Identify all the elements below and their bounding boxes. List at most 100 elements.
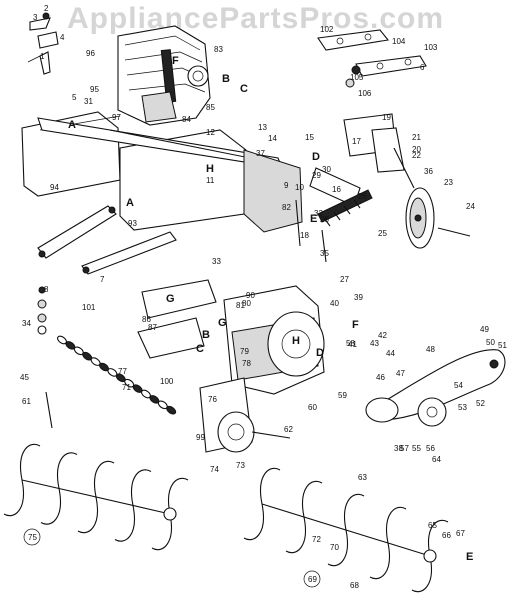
callout-84: 84 [182, 115, 191, 124]
callout-68: 68 [350, 581, 359, 590]
callout-67: 67 [456, 529, 465, 538]
callout-71: 71 [122, 383, 131, 392]
callout-circle-75 [23, 528, 41, 546]
callout-99: 99 [196, 433, 205, 442]
callout-74: 74 [210, 465, 219, 474]
callout-94: 94 [50, 183, 59, 192]
letter-marker-c-1: C [240, 83, 248, 95]
callout-36: 36 [424, 167, 433, 176]
callout-24: 24 [466, 202, 475, 211]
callout-17: 17 [352, 137, 361, 146]
drag-bars [37, 205, 177, 275]
callout-57: 57 [400, 444, 409, 453]
letter-marker-c-2: C [196, 343, 204, 355]
callout-5: 5 [72, 93, 77, 102]
callout-86: 86 [142, 315, 151, 324]
callout-27: 27 [340, 275, 349, 284]
callout-62: 62 [284, 425, 293, 434]
wheel-bracket [343, 113, 471, 249]
letter-marker-f-2: F [352, 319, 359, 331]
callout-76: 76 [208, 395, 217, 404]
callout-37: 37 [256, 149, 265, 158]
callout-85: 85 [206, 103, 215, 112]
letter-marker-h-2: H [292, 335, 300, 347]
letter-marker-g-1: G [166, 293, 175, 305]
callout-11: 11 [206, 176, 215, 185]
callout-30: 30 [322, 165, 331, 174]
callout-52: 52 [476, 399, 485, 408]
callout-32: 32 [314, 209, 323, 218]
callout-26: 26 [358, 192, 367, 201]
callout-82: 82 [282, 203, 291, 212]
drive-belt [365, 349, 506, 427]
letter-marker-d-1: D [312, 151, 320, 163]
callout-23: 23 [444, 178, 453, 187]
callout-58: 58 [346, 339, 355, 348]
callout-2: 2 [44, 4, 49, 13]
callout-47: 47 [396, 369, 405, 378]
callout-21: 21 [412, 133, 421, 142]
callout-9: 9 [284, 181, 289, 190]
callout-59: 59 [338, 391, 347, 400]
drive-chain [57, 335, 177, 415]
letter-marker-b-1: B [222, 73, 230, 85]
callout-41: 41 [348, 340, 357, 349]
callout-48: 48 [426, 345, 435, 354]
callout-38: 38 [394, 444, 403, 453]
callout-72: 72 [312, 535, 321, 544]
callout-66: 66 [442, 531, 451, 540]
callout-31: 31 [84, 97, 93, 106]
callout-93: 93 [128, 219, 137, 228]
letter-marker-a-2: A [126, 197, 134, 209]
callout-circle-69 [303, 570, 321, 588]
callout-34: 34 [22, 319, 31, 328]
callout-105: 105 [350, 73, 364, 82]
upper-shields [21, 111, 303, 233]
callout-35: 35 [320, 249, 329, 258]
callout-15: 15 [305, 133, 314, 142]
callout-49: 49 [480, 325, 489, 334]
engine-assembly [117, 25, 211, 126]
callout-106: 106 [358, 89, 372, 98]
drive-frame [137, 279, 325, 453]
callout-103: 103 [424, 43, 438, 52]
callout-8: 8 [44, 285, 49, 294]
callout-3: 3 [33, 13, 38, 22]
letter-marker-h-1: H [206, 163, 214, 175]
callout-16: 16 [332, 185, 341, 194]
callout-1: 1 [40, 52, 45, 61]
callout-87: 87 [148, 323, 157, 332]
callout-18: 18 [300, 231, 309, 240]
callout-40: 40 [330, 299, 339, 308]
callout-63: 63 [358, 473, 367, 482]
callout-55: 55 [412, 444, 421, 453]
tine-bracket-plates [317, 29, 427, 88]
callout-29: 29 [312, 171, 321, 180]
fuel-shutoff-parts [27, 12, 59, 75]
callout-61: 61 [22, 397, 31, 406]
callout-6: 6 [420, 63, 425, 72]
callout-53: 53 [458, 403, 467, 412]
callout-45: 45 [20, 373, 29, 382]
callout-90: 90 [246, 291, 255, 300]
callout-79: 79 [240, 347, 249, 356]
letter-marker-g-2: G [218, 317, 227, 329]
callout-83: 83 [214, 45, 223, 54]
letter-marker-e-1: E [310, 213, 317, 225]
callout-39: 39 [354, 293, 363, 302]
callout-42: 42 [378, 331, 387, 340]
callout-69: 69 [308, 575, 317, 584]
callout-80: 80 [242, 299, 251, 308]
callout-102: 102 [320, 25, 334, 34]
callout-51: 51 [498, 341, 507, 350]
callout-22: 22 [412, 151, 421, 160]
callout-13: 13 [258, 123, 267, 132]
letter-marker-f-1: F [172, 55, 179, 67]
callout-44: 44 [386, 349, 395, 358]
callout-54: 54 [454, 381, 463, 390]
callout-96: 96 [86, 49, 95, 58]
callout-65: 65 [428, 521, 437, 530]
callout-100: 100 [160, 377, 174, 386]
callout-33: 33 [212, 257, 221, 266]
